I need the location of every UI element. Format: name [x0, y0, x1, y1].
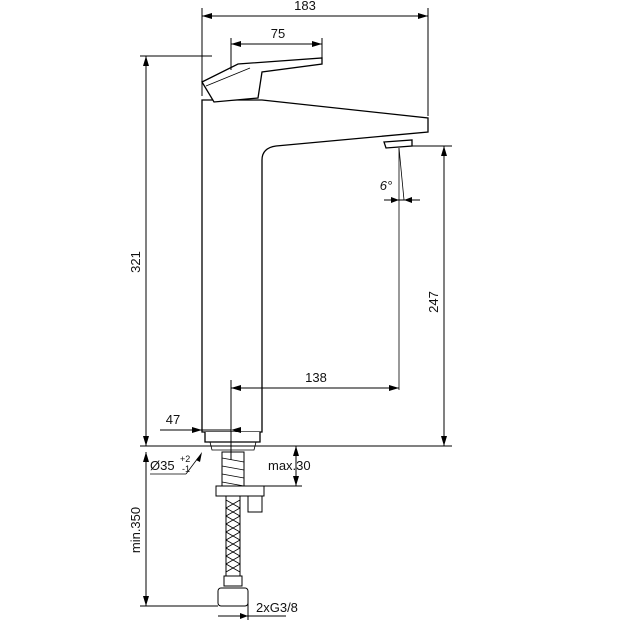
overall-width-label: 183 [294, 0, 316, 13]
axis-offset-label: 47 [166, 412, 180, 427]
dimension-labels: 183 75 321 247 6° 138 47 Ø35 +2 -1 max.3… [128, 0, 441, 615]
spout-height-label: 247 [426, 291, 441, 313]
spout-projection-label: 138 [305, 370, 327, 385]
dimension-lines [140, 8, 452, 620]
handle-width-label: 75 [271, 26, 285, 41]
connection-hoses [215, 451, 265, 607]
hole-tolerance-plus: +2 [180, 454, 190, 464]
tilt-angle-label: 6° [380, 178, 392, 193]
hole-diameter-label: Ø35 [150, 458, 175, 473]
faucet-body [201, 57, 429, 451]
overall-height-label: 321 [128, 251, 143, 273]
hole-tolerance-minus: -1 [182, 464, 190, 474]
connection-label: 2xG3/8 [256, 600, 298, 615]
hose-length-label: min.350 [128, 507, 143, 553]
deck-thickness-label: max.30 [268, 458, 311, 473]
